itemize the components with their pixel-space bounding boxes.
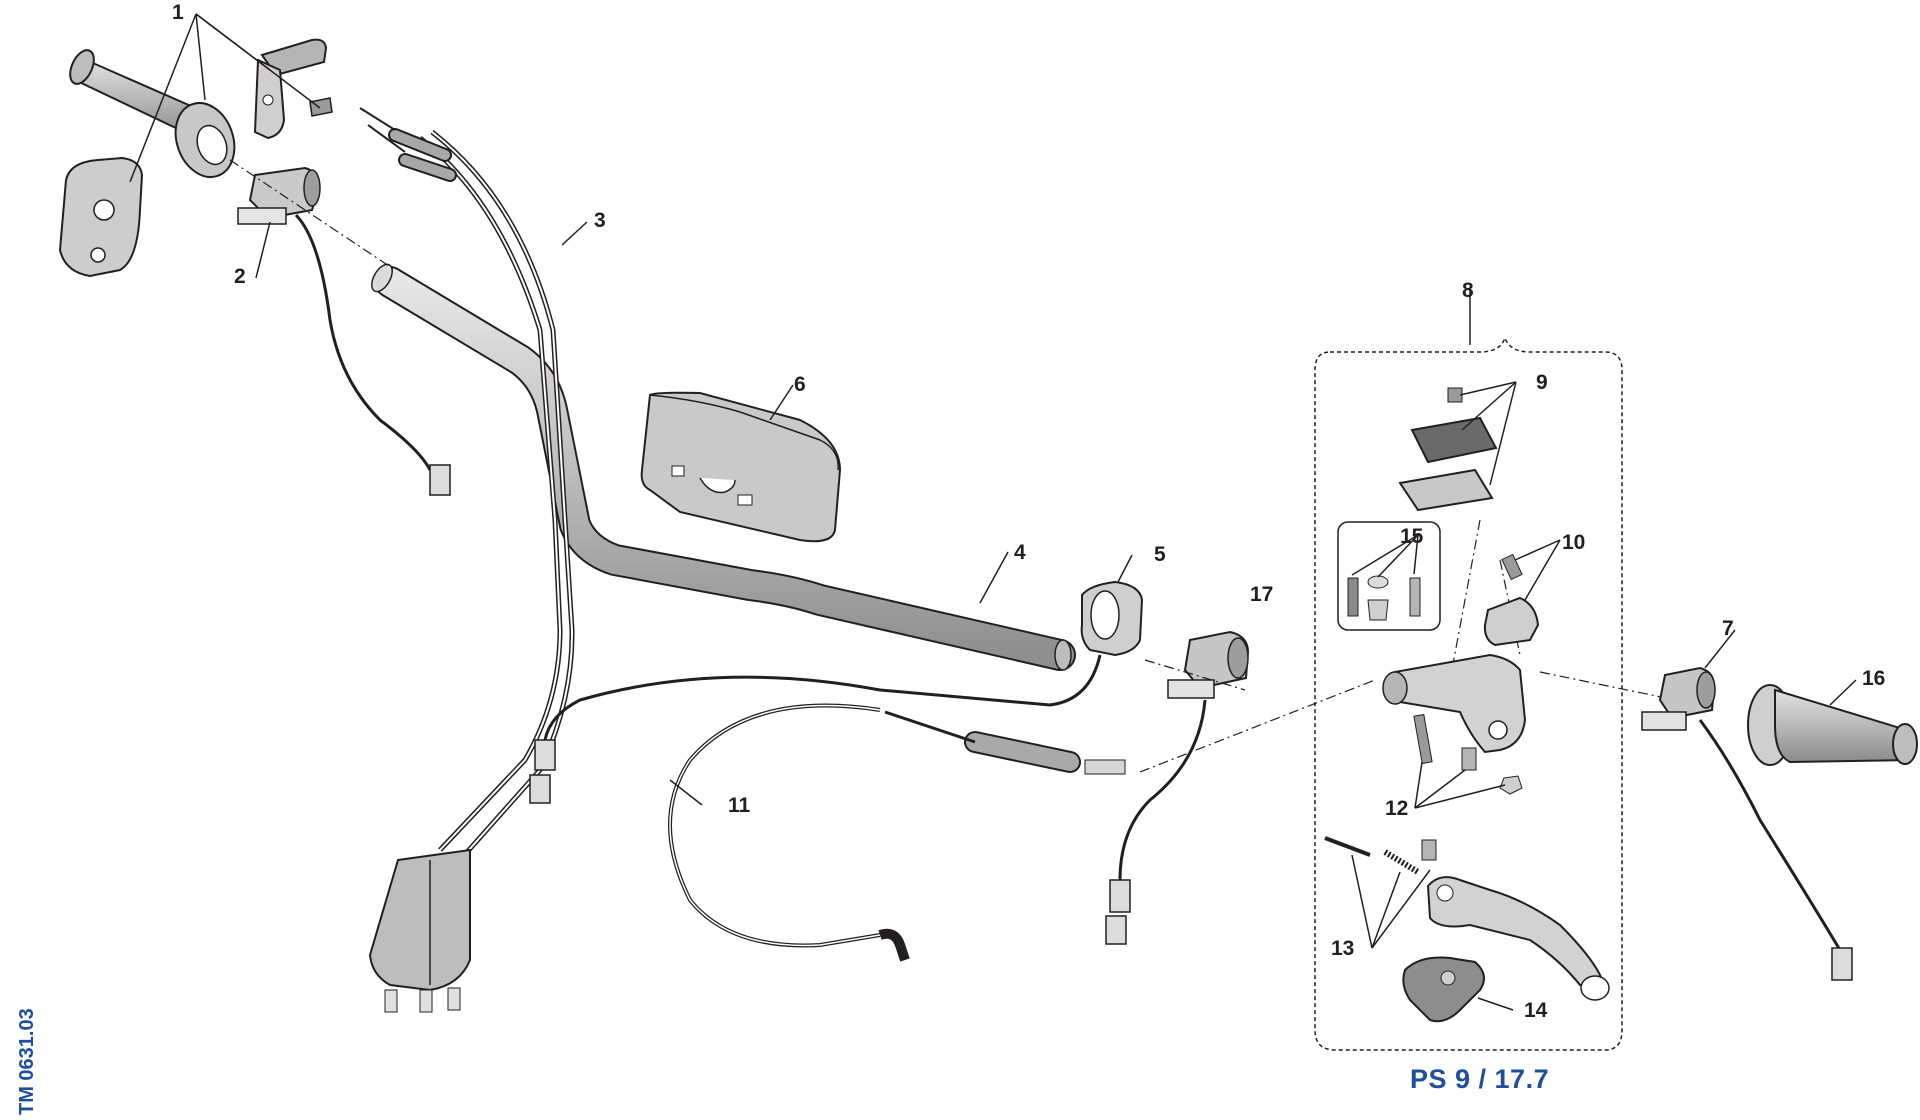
reservoir-cover-9 [1398,387,1498,512]
page-reference: PS 9 / 17.7 [1410,1064,1550,1094]
clutch-cable [668,703,1126,962]
callout-leaders [129,13,1857,1011]
callout-7: 7 [1722,617,1734,640]
right-grip [1747,684,1918,766]
left-switch [237,166,451,496]
control-switch [529,580,1144,804]
handlebar-pad [640,391,842,543]
callout-10: 10 [1562,531,1586,554]
callout-5: 5 [1154,543,1166,566]
drawing-id: TM 0631.03 [16,1008,38,1115]
callout-6: 6 [794,373,806,396]
callout-17: 17 [1250,583,1274,606]
lever-cover-14 [1402,956,1485,1023]
handlebar [371,263,1076,671]
throttle-cables [359,107,575,1013]
callout-1: 1 [172,1,184,24]
lever-13 [1324,836,1610,1001]
throttle-assembly [58,38,333,278]
callout-15: 15 [1400,525,1424,548]
callout-4: 4 [1014,541,1026,564]
callout-13: 13 [1331,937,1355,960]
callout-9: 9 [1536,371,1548,394]
callout-2: 2 [234,265,246,288]
clamp-10 [1483,553,1540,647]
bolts-12 [1413,713,1523,795]
brake-master-cylinder-group [1314,335,1623,1051]
right-switch-17 [1105,630,1250,945]
callout-8: 8 [1462,279,1474,302]
callout-3: 3 [594,209,606,232]
master-cylinder [1382,653,1527,754]
callout-14: 14 [1524,999,1548,1022]
callout-12: 12 [1385,797,1409,820]
right-switch-7 [1641,666,1853,981]
callout-16: 16 [1862,667,1886,690]
callout-11: 11 [728,794,751,817]
